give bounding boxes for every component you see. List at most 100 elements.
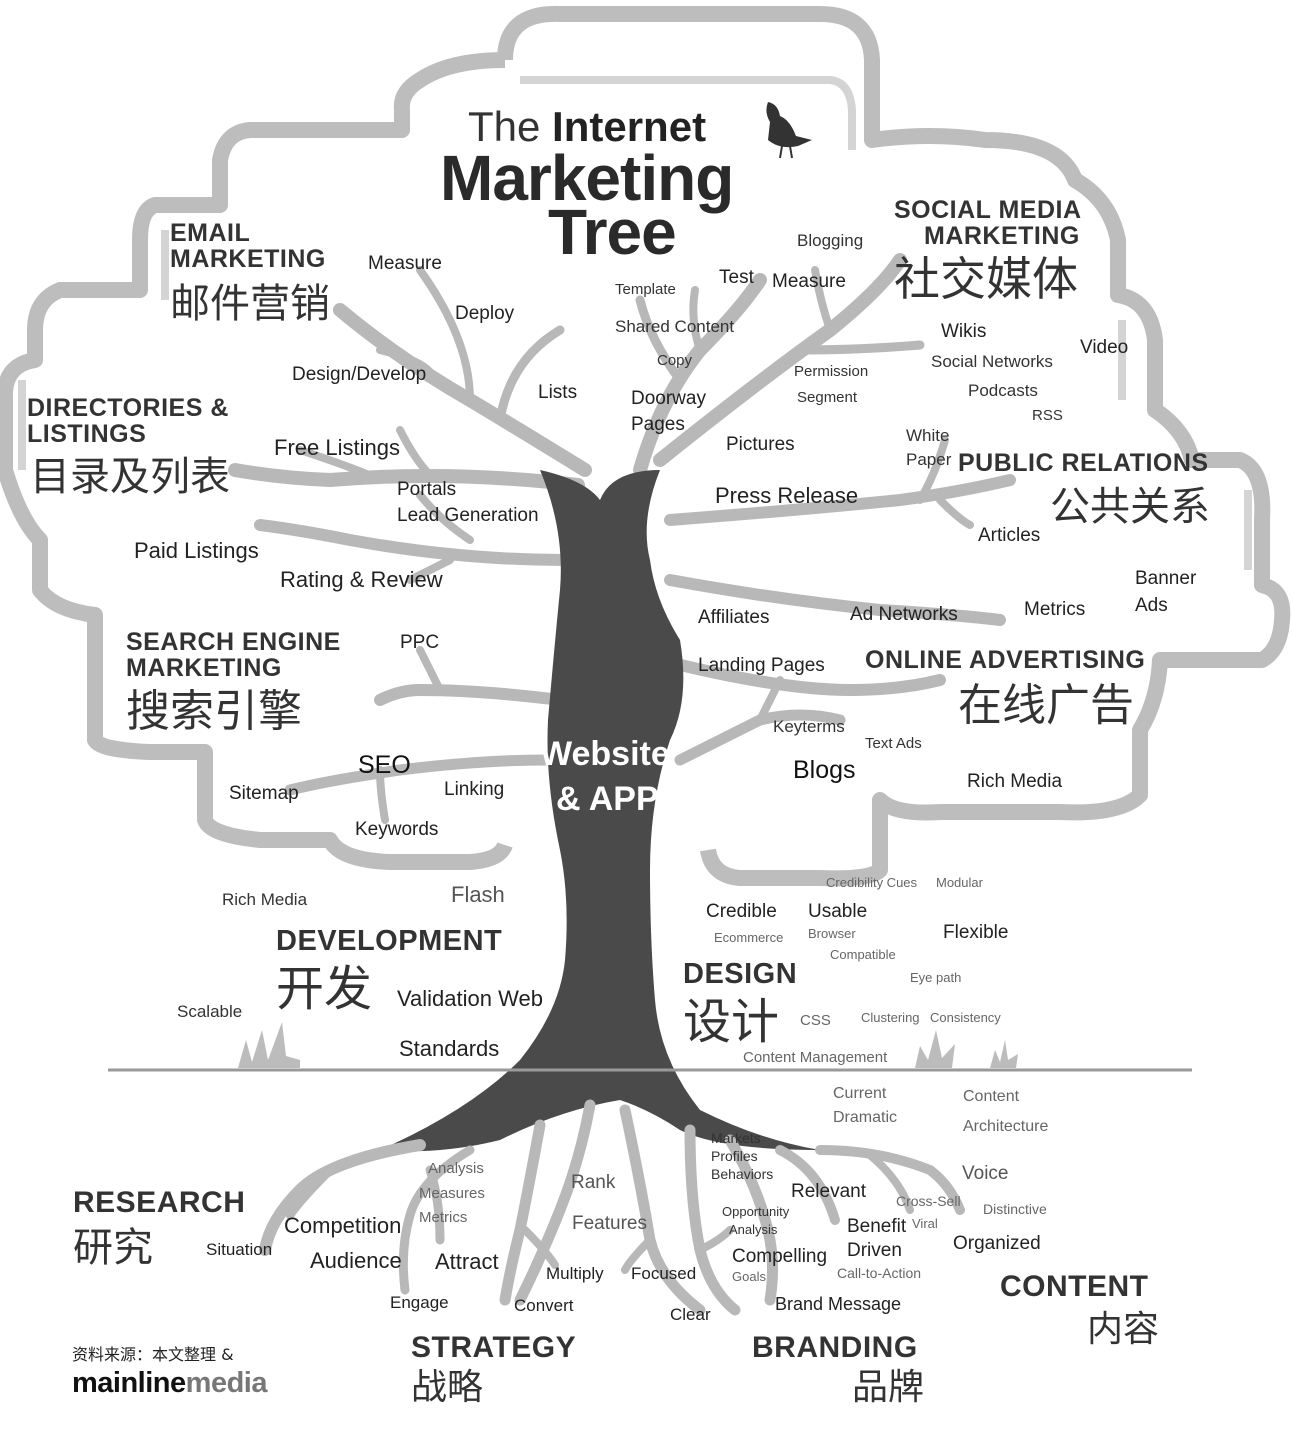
branding-item: Goals <box>732 1269 766 1284</box>
strategy-item: Multiply <box>546 1264 604 1283</box>
development-item: Validation Web <box>397 986 543 1011</box>
source-text: 资料来源：本文整理 & <box>72 1345 234 1364</box>
design-item: Browser <box>808 926 856 941</box>
sem-item: SEO <box>358 751 411 779</box>
social-item: Segment <box>797 389 858 406</box>
online-ad-item: Banner <box>1135 568 1197 589</box>
design-heading: DESIGN <box>683 958 798 990</box>
design-item: Clustering <box>861 1010 920 1025</box>
title-internet: Internet <box>552 103 707 150</box>
development-heading-cn: 开发 <box>276 961 373 1017</box>
pr-item: Articles <box>978 525 1041 546</box>
development-item: Standards <box>399 1036 500 1061</box>
social-item: Doorway <box>631 388 706 409</box>
strategy-item: Focused <box>631 1264 697 1283</box>
directories-item: Free Listings <box>274 435 400 460</box>
mainlinemedia-logo: mainlinemedia <box>72 1369 267 1398</box>
online-ad-item: Metrics <box>1024 599 1086 620</box>
design-item: Eye path <box>910 970 962 985</box>
content-item: Distinctive <box>983 1201 1047 1217</box>
grass-tufts <box>238 1022 1018 1068</box>
branding-item: Behaviors <box>711 1166 774 1182</box>
branding-item: Viral <box>912 1216 938 1231</box>
canopy-inner-band <box>18 76 1252 570</box>
social-heading-2: MARKETING <box>924 222 1080 250</box>
email-item: Lists <box>538 382 578 403</box>
social-item: Pages <box>631 414 685 435</box>
logo-part-a: mainline <box>72 1367 186 1399</box>
sem-heading-2: MARKETING <box>126 654 282 682</box>
title-line-1: The Internet <box>468 106 706 148</box>
sem-item: Sitemap <box>229 783 299 804</box>
research-heading: RESEARCH <box>73 1186 246 1219</box>
directories-heading-cn: 目录及列表 <box>30 454 230 500</box>
design-heading-cn: 设计 <box>683 994 780 1050</box>
online-ad-item: Affiliates <box>698 607 770 628</box>
strategy-item: Rank <box>571 1172 616 1193</box>
directories-heading-2: LISTINGS <box>27 420 147 448</box>
upper-branches <box>228 253 1016 824</box>
online-ad-item: Ads <box>1135 595 1168 616</box>
design-item: Compatible <box>830 947 896 962</box>
trunk-label-2: & APP <box>556 780 659 818</box>
online-ad-item: Landing Pages <box>698 655 825 676</box>
content-item: Organized <box>953 1233 1041 1254</box>
email-item: Design/Develop <box>292 364 427 385</box>
design-item: Credibility Cues <box>826 875 918 890</box>
design-item: CSS <box>800 1012 831 1029</box>
social-item: RSS <box>1032 407 1063 424</box>
logo-part-b: media <box>185 1367 268 1399</box>
research-item: Measures <box>419 1185 485 1202</box>
design-item: Flexible <box>943 922 1009 943</box>
social-item: Permission <box>794 363 869 380</box>
online-ad-item: Text Ads <box>865 735 922 752</box>
directories-item: Lead Generation <box>397 505 539 526</box>
branding-item: Opportunity <box>722 1204 790 1219</box>
roots <box>259 1099 965 1316</box>
design-item: Modular <box>936 875 983 890</box>
strategy-item: Clear <box>670 1305 711 1324</box>
tree-trunk <box>380 470 820 1152</box>
strategy-item: Engage <box>390 1293 449 1312</box>
sem-item: Keywords <box>355 819 439 840</box>
social-item: Test <box>719 267 754 288</box>
design-item: Content Management <box>743 1049 888 1066</box>
branding-item: Brand Message <box>775 1294 902 1314</box>
branding-item: Driven <box>847 1240 902 1261</box>
branding-item: Markets <box>711 1130 761 1146</box>
branding-item: Analysis <box>729 1222 778 1237</box>
branding-heading-cn: 品牌 <box>852 1367 925 1408</box>
trunk-label-1: Website <box>540 735 670 773</box>
sem-item: Linking <box>444 779 505 800</box>
content-item: Architecture <box>963 1118 1049 1135</box>
content-heading: CONTENT <box>1000 1270 1149 1303</box>
pr-item: White <box>906 426 950 445</box>
design-item: Credible <box>706 901 777 922</box>
branding-item: Relevant <box>791 1181 866 1202</box>
research-item: Competition <box>284 1213 402 1238</box>
pr-item: Press Release <box>715 483 859 508</box>
online-ad-item: Ad Networks <box>850 604 958 625</box>
strategy-heading: STRATEGY <box>411 1331 577 1364</box>
design-item: Usable <box>808 901 868 922</box>
development-item: Scalable <box>177 1002 243 1021</box>
email-item: Measure <box>368 253 442 274</box>
social-item: Video <box>1080 337 1129 358</box>
social-item: Social Networks <box>931 352 1053 371</box>
online-ad-item: Rich Media <box>967 771 1063 792</box>
research-heading-cn: 研究 <box>73 1225 153 1271</box>
social-item: Copy <box>657 352 693 369</box>
development-heading: DEVELOPMENT <box>276 925 503 957</box>
social-item: Wikis <box>941 321 987 342</box>
content-heading-cn: 内容 <box>1087 1309 1160 1350</box>
pr-heading: PUBLIC RELATIONS <box>958 449 1209 477</box>
design-item: Ecommerce <box>714 930 784 945</box>
sem-heading-cn: 搜索引擎 <box>126 686 302 737</box>
strategy-heading-cn: 战略 <box>411 1367 484 1408</box>
development-item: Flash <box>451 882 505 907</box>
social-item: Pictures <box>726 434 795 455</box>
branding-heading: BRANDING <box>752 1331 918 1364</box>
social-item: Measure <box>772 271 846 292</box>
